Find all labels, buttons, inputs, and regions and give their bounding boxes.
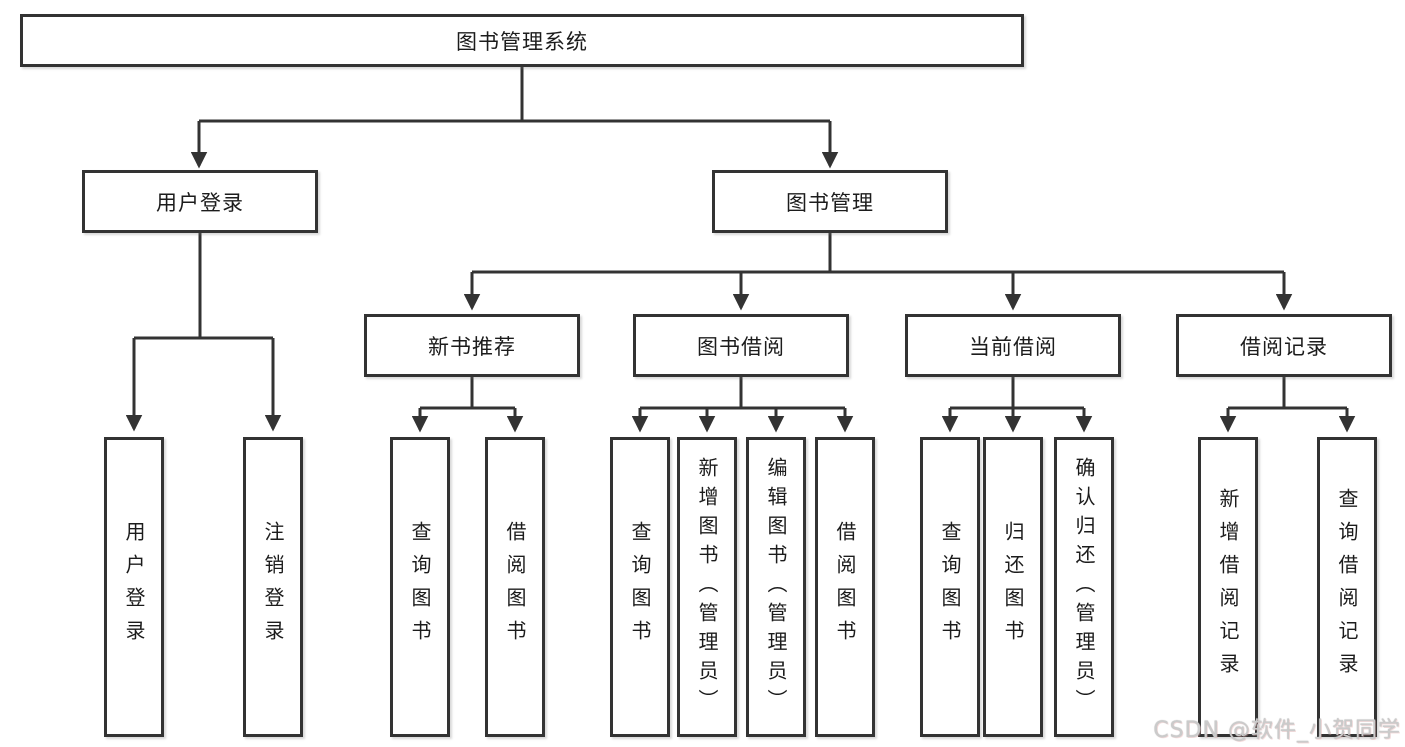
leaf-logout: 注销登录 (243, 437, 303, 737)
leaf-query-books-2: 查询图书 (610, 437, 670, 737)
node-borrowing-records: 借阅记录 (1176, 314, 1392, 377)
leaf-confirm-return-admin: 确认归还（管理员） (1054, 437, 1114, 737)
leaf-borrow-books-1: 借阅图书 (485, 437, 545, 737)
leaf-add-books-admin: 新增图书（管理员） (677, 437, 737, 737)
leaf-add-borrow-record: 新增借阅记录 (1198, 437, 1258, 737)
leaf-query-books-1: 查询图书 (390, 437, 450, 737)
node-current-borrowing: 当前借阅 (905, 314, 1121, 377)
leaf-return-books: 归还图书 (983, 437, 1043, 737)
node-book-borrowing: 图书借阅 (633, 314, 849, 377)
node-book-management: 图书管理 (712, 170, 948, 233)
leaf-query-books-3: 查询图书 (920, 437, 980, 737)
node-new-book-recommendation: 新书推荐 (364, 314, 580, 377)
node-library-management-system: 图书管理系统 (20, 14, 1024, 67)
leaf-query-borrow-record: 查询借阅记录 (1317, 437, 1377, 737)
leaf-borrow-books-2: 借阅图书 (815, 437, 875, 737)
node-user-login: 用户登录 (82, 170, 318, 233)
leaf-edit-books-admin: 编辑图书（管理员） (746, 437, 806, 737)
leaf-user-login: 用户登录 (104, 437, 164, 737)
